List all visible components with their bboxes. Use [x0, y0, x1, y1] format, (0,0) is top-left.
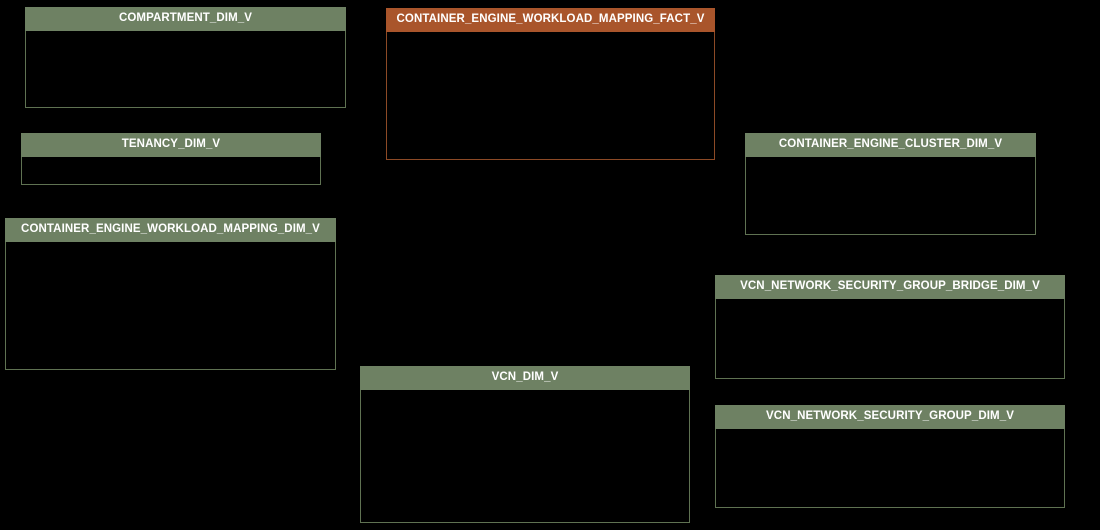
table-node-tenancy_dim_v[interactable]: TENANCY_DIM_V: [21, 133, 321, 185]
table-title: VCN_DIM_V: [491, 371, 559, 384]
table-node-container_engine_workload_mapping_fact_v[interactable]: CONTAINER_ENGINE_WORKLOAD_MAPPING_FACT_V: [386, 8, 715, 160]
table-body: [25, 31, 346, 108]
table-title: VCN_NETWORK_SECURITY_GROUP_DIM_V: [766, 410, 1014, 423]
table-title: COMPARTMENT_DIM_V: [118, 12, 253, 25]
table-header[interactable]: VCN_NETWORK_SECURITY_GROUP_BRIDGE_DIM_V: [715, 275, 1065, 299]
table-header[interactable]: CONTAINER_ENGINE_CLUSTER_DIM_V: [745, 133, 1036, 157]
table-body: [715, 429, 1065, 508]
table-header[interactable]: COMPARTMENT_DIM_V: [25, 7, 346, 31]
table-node-vcn_network_security_group_dim_v[interactable]: VCN_NETWORK_SECURITY_GROUP_DIM_V: [715, 405, 1065, 508]
table-body: [745, 157, 1036, 235]
table-title: CONTAINER_ENGINE_WORKLOAD_MAPPING_DIM_V: [21, 223, 320, 236]
table-node-container_engine_workload_mapping_dim_v[interactable]: CONTAINER_ENGINE_WORKLOAD_MAPPING_DIM_V: [5, 218, 336, 370]
table-node-compartment_dim_v[interactable]: COMPARTMENT_DIM_V: [25, 7, 346, 108]
table-header[interactable]: CONTAINER_ENGINE_WORKLOAD_MAPPING_DIM_V: [5, 218, 336, 242]
table-header[interactable]: TENANCY_DIM_V: [21, 133, 321, 157]
table-title: CONTAINER_ENGINE_WORKLOAD_MAPPING_FACT_V: [396, 13, 705, 26]
table-body: [386, 32, 715, 160]
table-node-vcn_network_security_group_bridge_dim_v[interactable]: VCN_NETWORK_SECURITY_GROUP_BRIDGE_DIM_V: [715, 275, 1065, 379]
table-body: [715, 299, 1065, 379]
table-header[interactable]: CONTAINER_ENGINE_WORKLOAD_MAPPING_FACT_V: [386, 8, 715, 32]
table-body: [360, 390, 690, 523]
table-title: TENANCY_DIM_V: [121, 138, 221, 151]
table-node-vcn_dim_v[interactable]: VCN_DIM_V: [360, 366, 690, 523]
table-node-container_engine_cluster_dim_v[interactable]: CONTAINER_ENGINE_CLUSTER_DIM_V: [745, 133, 1036, 235]
table-title: CONTAINER_ENGINE_CLUSTER_DIM_V: [778, 138, 1003, 151]
table-header[interactable]: VCN_NETWORK_SECURITY_GROUP_DIM_V: [715, 405, 1065, 429]
table-body: [21, 157, 321, 185]
table-title: VCN_NETWORK_SECURITY_GROUP_BRIDGE_DIM_V: [740, 280, 1040, 293]
table-body: [5, 242, 336, 370]
table-header[interactable]: VCN_DIM_V: [360, 366, 690, 390]
